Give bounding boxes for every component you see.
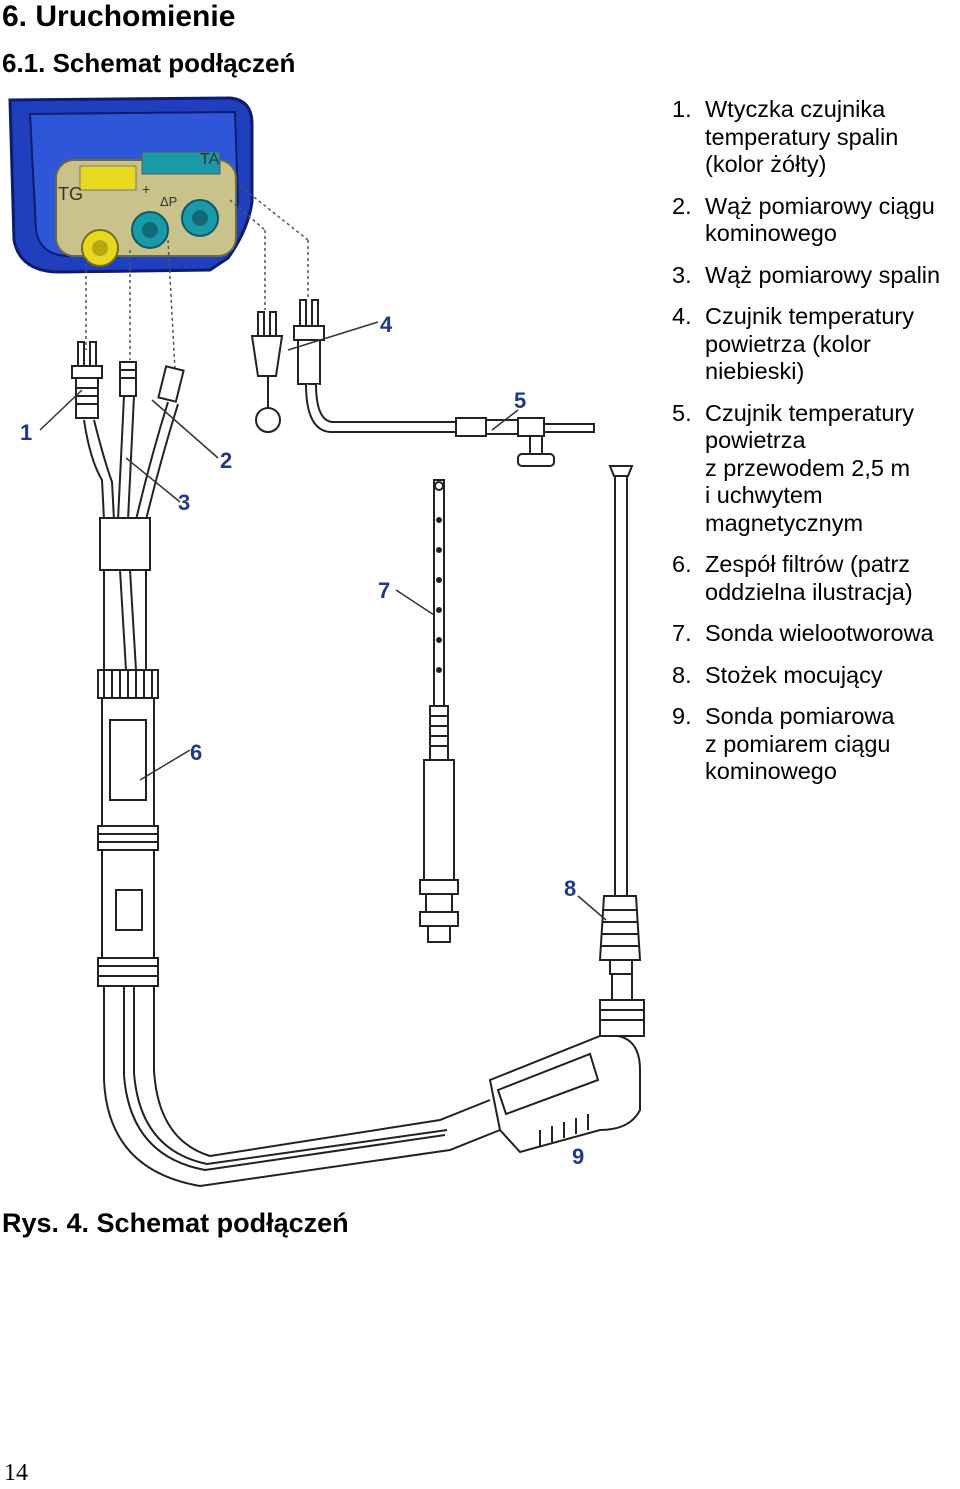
legend-item: 2. Wąż pomiarowy ciągu kominowego (672, 193, 960, 248)
legend-number: 5. (672, 399, 692, 426)
page-number: 14 (4, 1460, 28, 1486)
legend-item: 5. Czujnik temperatury powietrza z przewo… (672, 400, 960, 538)
legend-number: 2. (672, 192, 692, 219)
legend-item: 6. Zespół filtrów (patrz oddzielna ilustr… (672, 551, 960, 606)
legend-number: 6. (672, 551, 692, 577)
air-temp-sensor (250, 299, 595, 467)
legend-item: 9. Sonda pomiarowa z pomiarem ciągu komin… (672, 703, 960, 786)
legend-item: 1. Wtyczka czujnika temperatury spalin (k… (672, 96, 960, 179)
legend-number: 1. (672, 96, 692, 122)
connection-diagram: TG TA ΔP + (8, 96, 645, 1188)
figure-caption: Rys. 4. Schemat podłączeń (2, 1208, 349, 1238)
legend-item: 4. Czujnik temperatury powietrza (kolor n… (672, 303, 960, 386)
legend-item: 8. Stożek mocujący (672, 662, 960, 690)
legend-number: 4. (672, 303, 692, 329)
legend-text: Czujnik temperatury powietrza z przewode… (705, 399, 914, 536)
legend-number: 8. (672, 661, 692, 688)
ta-label: TA (200, 151, 220, 168)
dp-label: ΔP (160, 194, 177, 209)
plus-label: + (142, 181, 150, 197)
callout-1: 1 (20, 420, 32, 445)
callout-5: 5 (514, 388, 526, 413)
legend-text: Sonda pomiarowa z pomiarem ciągu kominow… (705, 703, 895, 784)
legend-text: Wąż pomiarowy spalin (705, 261, 941, 288)
legend-text: Czujnik temperatury powietrza (kolor nie… (705, 303, 914, 384)
legend-text: Wtyczka czujnika temperatury spalin (kol… (705, 96, 899, 177)
section-heading: 6. Uruchomienie (2, 0, 236, 33)
legend-text: Stożek mocujący (705, 661, 883, 688)
probe-handle (488, 973, 645, 1154)
legend-text: Wąż pomiarowy ciągu kominowego (705, 192, 935, 247)
legend-item: 7. Sonda wielootworowa (672, 620, 960, 648)
subsection-heading: 6.1. Schemat podłączeń (2, 48, 296, 78)
legend-number: 3. (672, 261, 692, 288)
legend-number: 9. (672, 703, 692, 729)
thermocouple-plug (71, 341, 103, 419)
legend-number: 7. (672, 620, 692, 646)
legend-text: Zespół filtrów (patrz oddzielna ilustrac… (705, 551, 913, 605)
callout-2: 2 (220, 448, 232, 473)
legend-text: Sonda wielootworowa (705, 620, 934, 646)
analyzer-device: TG TA ΔP + (8, 96, 254, 274)
legend-list: 1. Wtyczka czujnika temperatury spalin (k… (672, 96, 960, 800)
callout-numbers: 1 2 3 4 5 6 7 8 9 (20, 312, 584, 1169)
callout-6: 6 (190, 740, 202, 765)
probe-rod (598, 465, 642, 975)
multi-hole-probe (419, 479, 459, 943)
callout-8: 8 (564, 876, 576, 901)
callout-9: 9 (572, 1144, 584, 1169)
legend-item: 3. Wąż pomiarowy spalin (672, 262, 960, 290)
tg-label: TG (58, 184, 83, 204)
filter-assembly (97, 517, 159, 987)
callout-3: 3 (178, 490, 190, 515)
callout-4: 4 (380, 312, 393, 337)
callout-7: 7 (378, 578, 390, 603)
